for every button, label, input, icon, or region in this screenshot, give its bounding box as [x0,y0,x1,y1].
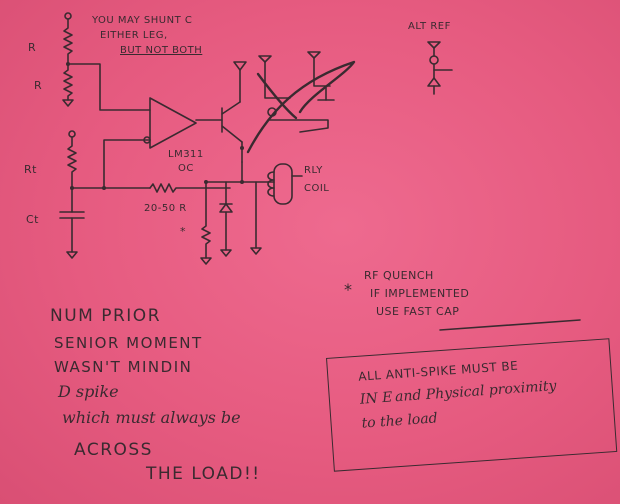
comparator-oc-label: OC [178,163,194,174]
output-network [103,161,303,265]
rt-label: Rt [24,163,37,176]
alt-ref-symbol [427,41,453,95]
anti-spike-note-box: ALL ANTI-SPIKE MUST BE IN E and Physical… [326,338,618,472]
left-note-line1: NUM PRIOR [50,306,162,326]
alt-ref-label: ALT REF [408,21,451,32]
crossed-out-section [246,51,356,154]
driver-transistor [221,61,247,163]
comparator-label: LM311 [168,149,204,160]
rf-note-line2: IF IMPLEMENTED [370,287,470,300]
resistor-range-label: 20-50 R [144,203,187,214]
shunt-note-line1: YOU MAY SHUNT C [92,15,193,26]
rf-note-underline [439,319,581,331]
relay-coil-label: COIL [304,183,330,194]
rt-ct-chain [59,130,151,259]
left-note-line7: THE LOAD!! [146,464,261,484]
box-note-line1: ALL ANTI-SPIKE MUST BE [357,358,519,384]
rf-note-line1: RF QUENCH [364,269,434,282]
left-note-line2: SENIOR MOMENT [54,334,203,352]
left-note-line5: which must always be [62,408,241,427]
left-note-line4: D spike [58,382,119,401]
box-note-line2: IN E and Physical proximity [359,378,557,408]
ct-label: Ct [26,213,39,226]
shunt-note-line3: BUT NOT BOTH [120,45,203,56]
left-note-line6: ACROSS [74,440,153,460]
rf-note-line3: USE FAST CAP [376,305,460,318]
rf-note-star: * [344,280,353,299]
asterisk-marker: * [180,225,186,238]
shunt-note-line2: EITHER LEG, [100,30,168,41]
r-bottom-label: R [34,79,43,92]
r-divider [62,12,151,111]
r-top-label: R [28,41,37,54]
left-note-line3: WASN'T MINDIN [54,358,193,376]
relay-label: RLY [304,165,323,176]
comparator-lm311 [143,97,223,149]
box-note-line3: to the load [361,410,439,432]
